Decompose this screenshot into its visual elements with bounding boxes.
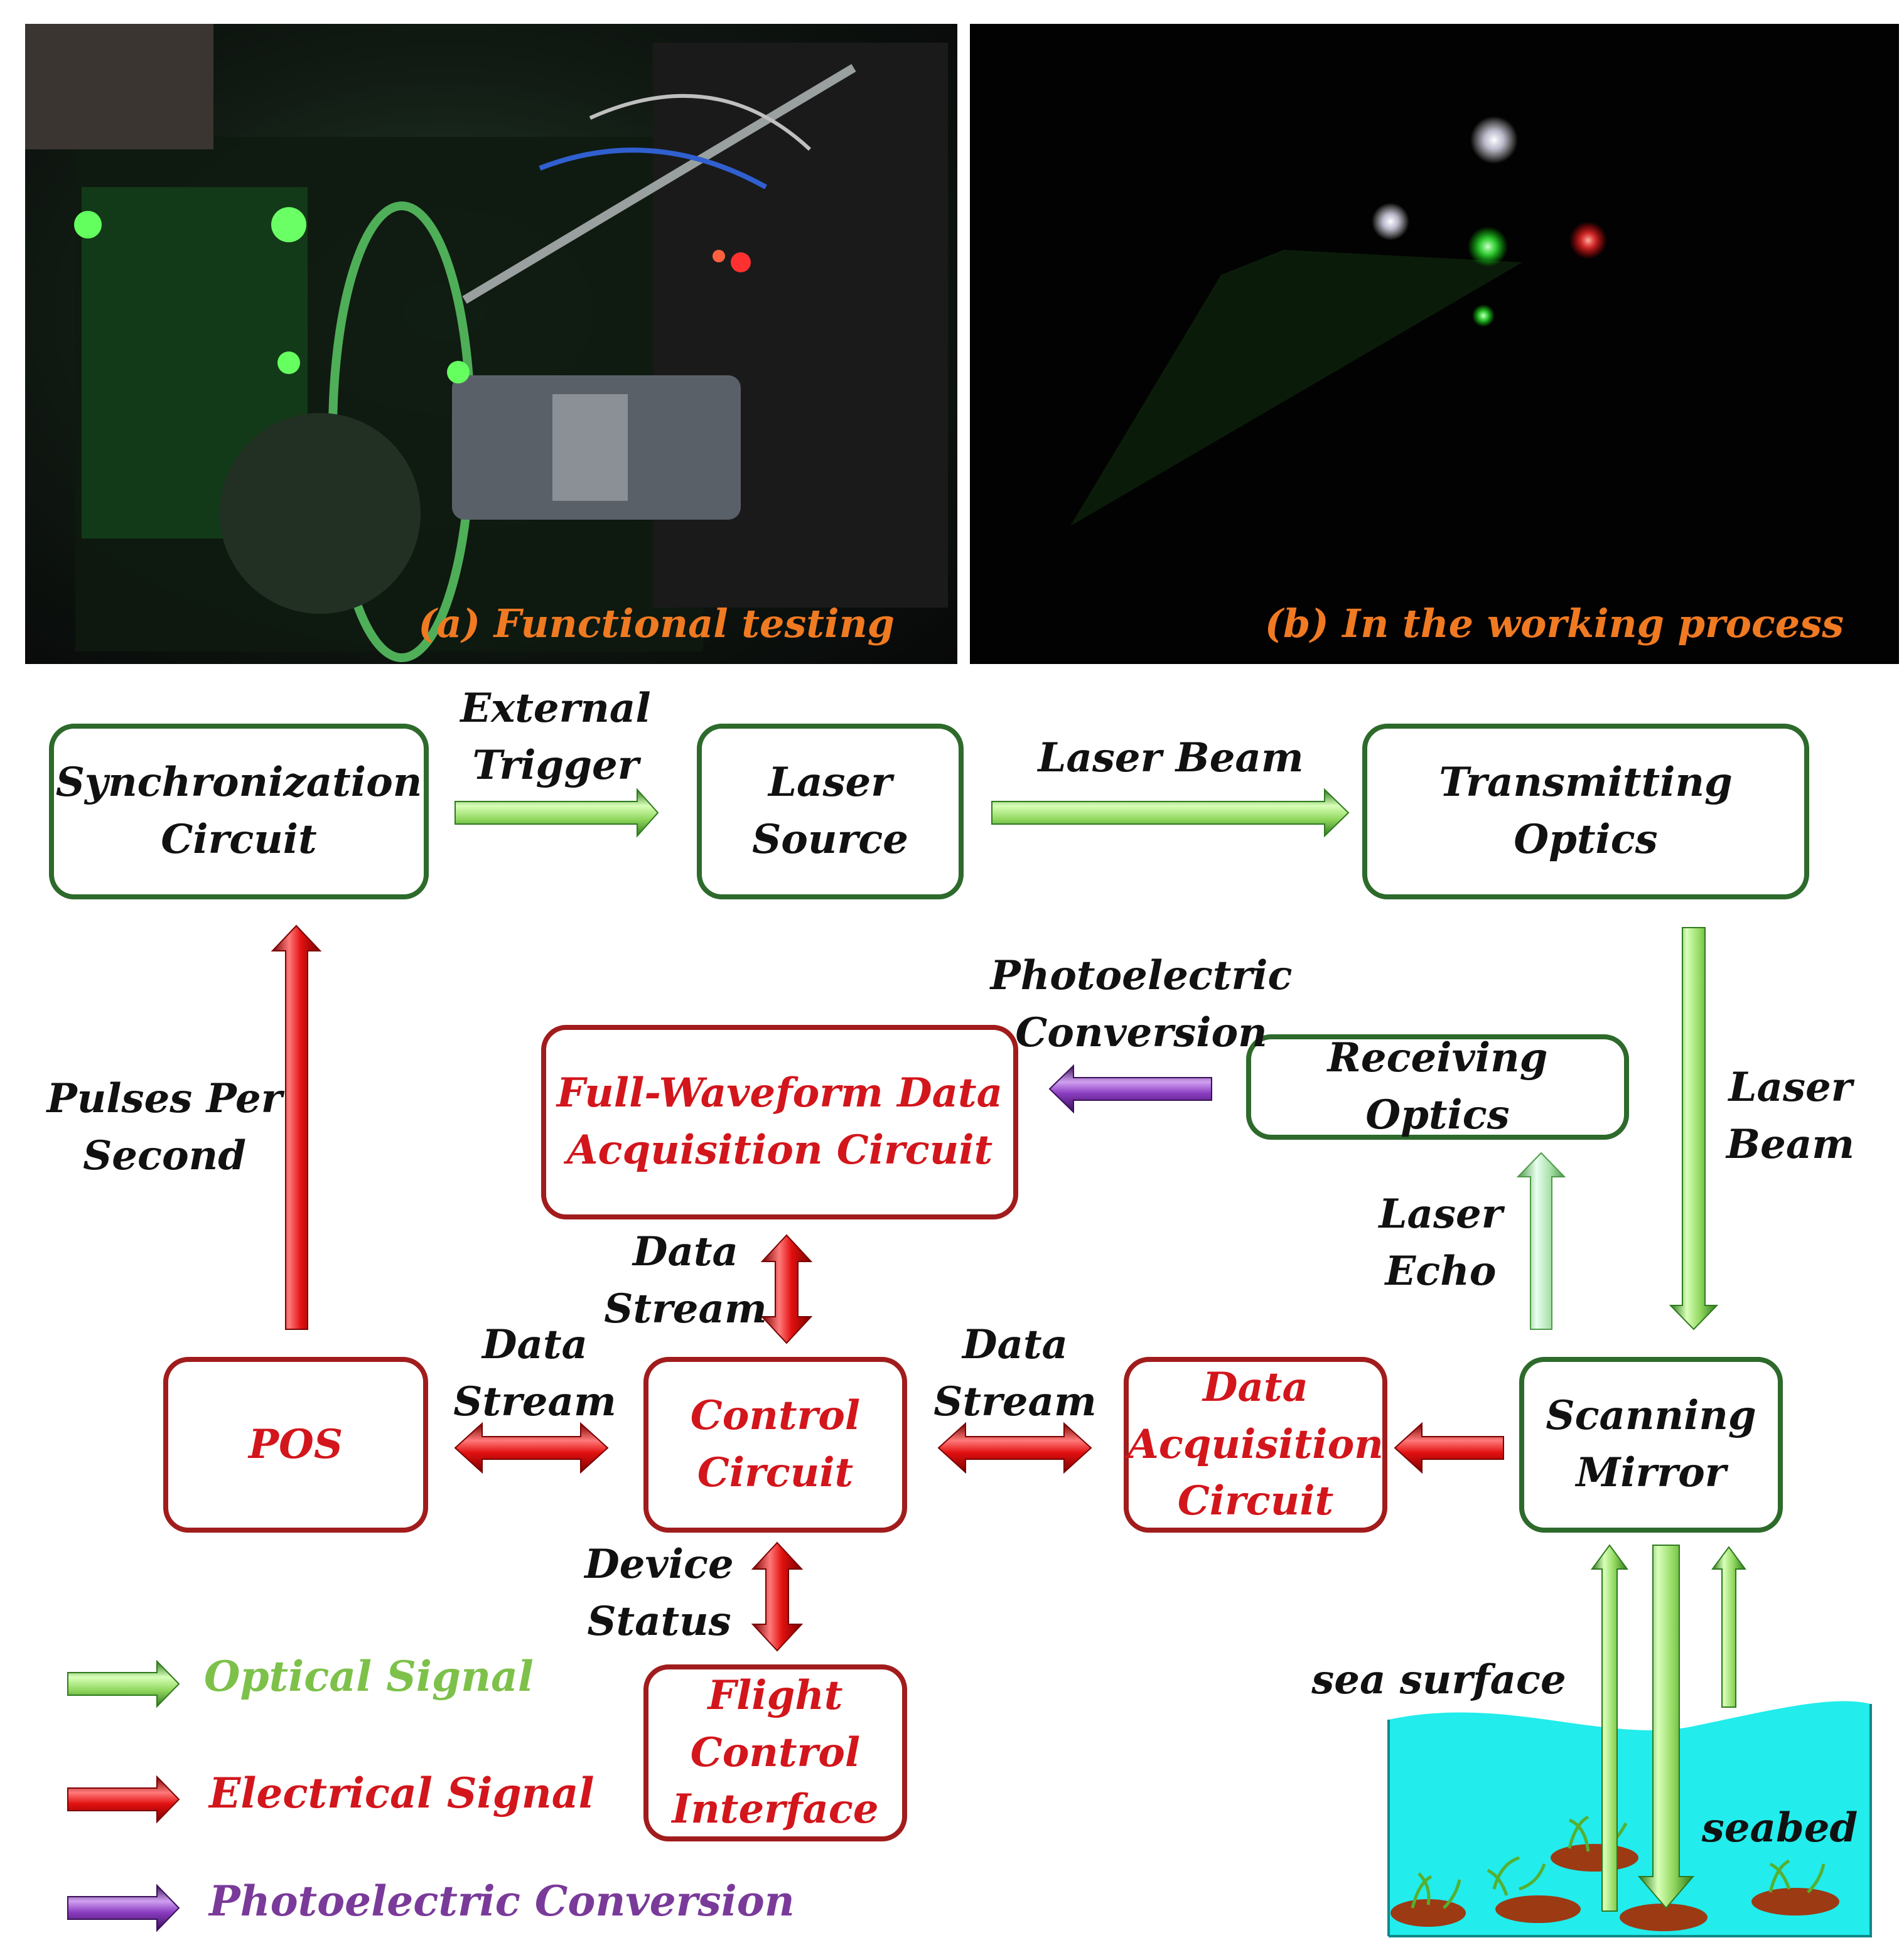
transmitting-optics-box: Transmitting Optics xyxy=(1362,724,1809,899)
pos-box: POS xyxy=(163,1357,428,1533)
arrow-laser-echo xyxy=(1516,1152,1566,1330)
arrow-return-from-seabed xyxy=(1591,1544,1628,1912)
arrow-data-stream-fwda xyxy=(760,1234,813,1344)
receiving-optics-box: Receiving Optics xyxy=(1246,1034,1629,1140)
photo-functional-testing: (a) Functional testing xyxy=(25,24,957,664)
arrow-beam-down-to-seabed xyxy=(1637,1545,1695,1909)
night-flight-illustration xyxy=(1070,116,1607,526)
legend-photoelectric-arrow xyxy=(67,1883,180,1932)
label-laser-beam-top: Laser Beam xyxy=(1038,734,1304,781)
arrow-data-stream-da xyxy=(937,1422,1092,1474)
photo-working-process: (b) In the working process xyxy=(970,24,1899,664)
caption-working-process: (b) In the working process xyxy=(1264,601,1844,646)
device-photo-illustration xyxy=(25,24,948,662)
arrow-photoelectric-conversion xyxy=(1048,1064,1212,1114)
arrow-laser-beam-top xyxy=(991,788,1350,838)
arrow-pulses-per-second xyxy=(271,924,322,1330)
legend-electrical-signal: Electrical Signal xyxy=(209,1769,594,1818)
legend-optical-arrow xyxy=(67,1659,180,1708)
legend-electrical-arrow xyxy=(67,1775,180,1824)
seaweed xyxy=(1411,1815,1826,1909)
caption-functional-testing: (a) Functional testing xyxy=(418,601,895,646)
arrow-external-trigger xyxy=(454,788,659,838)
arrow-data-stream-pos xyxy=(454,1422,609,1474)
sea-water xyxy=(1389,1701,1871,1936)
label-seabed: seabed xyxy=(1701,1804,1858,1851)
legend-photoelectric-conversion: Photoelectric Conversion xyxy=(209,1877,795,1926)
legend-optical-signal: Optical Signal xyxy=(204,1652,534,1701)
seabed-rocks xyxy=(1390,1844,1839,1931)
arrow-device-status xyxy=(751,1541,804,1652)
arrow-scanning-to-data-acquisition xyxy=(1394,1422,1504,1474)
arrow-laser-beam-right xyxy=(1669,927,1719,1331)
arrow-return-from-surface xyxy=(1711,1546,1746,1708)
label-sea-surface: sea surface xyxy=(1311,1656,1566,1703)
